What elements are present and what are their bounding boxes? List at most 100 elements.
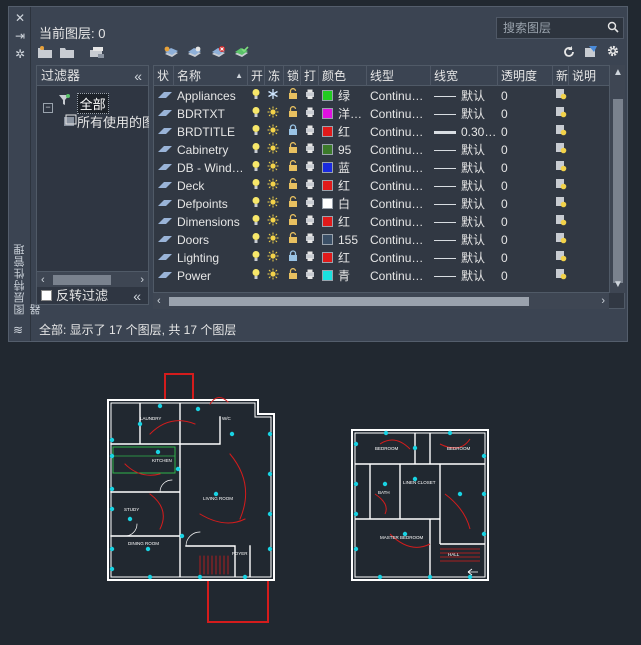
col-on[interactable]: 开: [248, 66, 265, 86]
sun-icon[interactable]: [267, 123, 279, 141]
layer-color[interactable]: 蓝: [322, 159, 368, 177]
bulb-icon[interactable]: [251, 213, 261, 231]
invert-filter-checkbox[interactable]: [41, 290, 52, 301]
bulb-icon[interactable]: [251, 177, 261, 195]
layer-settings-icon[interactable]: [583, 45, 599, 59]
layer-linetype[interactable]: Continu…: [370, 215, 424, 229]
grid-scroll-left-icon[interactable]: ‹: [157, 295, 161, 307]
settings-gear-icon[interactable]: [605, 44, 621, 58]
layer-lineweight[interactable]: 默认: [434, 159, 496, 177]
sun-icon[interactable]: [267, 105, 279, 123]
new-vp-freeze-icon[interactable]: [555, 249, 567, 267]
new-vp-freeze-icon[interactable]: [555, 231, 567, 249]
layer-name[interactable]: Doors: [177, 233, 210, 247]
new-vp-freeze-icon[interactable]: [555, 105, 567, 123]
sun-icon[interactable]: [267, 231, 279, 249]
layer-lineweight[interactable]: 默认: [434, 267, 496, 285]
layer-lineweight[interactable]: 默认: [434, 249, 496, 267]
layer-lineweight[interactable]: 默认: [434, 105, 496, 123]
bulb-icon[interactable]: [251, 159, 261, 177]
layer-transparency[interactable]: 0: [501, 89, 508, 103]
layer-name[interactable]: Power: [177, 269, 212, 283]
tree-collapse-icon[interactable]: −: [43, 103, 53, 113]
properties-gear-icon[interactable]: ✲: [14, 47, 26, 61]
layer-color[interactable]: 青: [322, 267, 368, 285]
layer-lineweight[interactable]: 默认: [434, 177, 496, 195]
col-linetype[interactable]: 线型: [367, 66, 431, 86]
bulb-icon[interactable]: [251, 87, 261, 105]
layer-lineweight[interactable]: 默认: [434, 195, 496, 213]
layer-linetype[interactable]: Continu…: [370, 143, 424, 157]
col-description[interactable]: 说明: [572, 69, 597, 83]
plot-icon[interactable]: [304, 213, 316, 231]
unlock-icon[interactable]: [287, 105, 299, 123]
collapse-invert-icon[interactable]: «: [133, 288, 141, 304]
sun-icon[interactable]: [267, 141, 279, 159]
unlock-icon[interactable]: [287, 177, 299, 195]
layer-color[interactable]: 绿: [322, 87, 368, 105]
sun-icon[interactable]: [267, 267, 279, 285]
col-freeze[interactable]: 冻: [265, 66, 284, 86]
layer-linetype[interactable]: Continu…: [370, 125, 424, 139]
new-vp-freeze-icon[interactable]: [555, 141, 567, 159]
layer-color[interactable]: 红: [322, 177, 368, 195]
bulb-icon[interactable]: [251, 249, 261, 267]
bulb-icon[interactable]: [251, 123, 261, 141]
new-vp-freeze-icon[interactable]: [555, 159, 567, 177]
plot-icon[interactable]: [304, 123, 316, 141]
refresh-icon[interactable]: [561, 45, 577, 59]
col-status[interactable]: 状: [154, 66, 174, 86]
sun-icon[interactable]: [267, 177, 279, 195]
unlock-icon[interactable]: [287, 267, 299, 285]
layer-name[interactable]: BRDTITLE: [177, 125, 236, 139]
col-new-vp-freeze[interactable]: 新: [553, 66, 569, 86]
plot-icon[interactable]: [304, 195, 316, 213]
unlock-icon[interactable]: [287, 195, 299, 213]
lock-icon[interactable]: [287, 249, 299, 267]
scroll-left-icon[interactable]: ‹: [41, 274, 45, 286]
layer-name[interactable]: Dimensions: [177, 215, 240, 229]
layer-linetype[interactable]: Continu…: [370, 107, 424, 121]
layer-lineweight[interactable]: 默认: [434, 213, 496, 231]
plot-icon[interactable]: [304, 159, 316, 177]
sun-icon[interactable]: [267, 159, 279, 177]
new-vp-freeze-icon[interactable]: [555, 213, 567, 231]
new-vp-freeze-icon[interactable]: [555, 123, 567, 141]
layer-lineweight[interactable]: 默认: [434, 141, 496, 159]
layer-linetype[interactable]: Continu…: [370, 161, 424, 175]
new-group-filter-icon[interactable]: [59, 45, 75, 59]
layer-transparency[interactable]: 0: [501, 179, 508, 193]
grid-vertical-scrollbar[interactable]: ▲ ▼: [609, 65, 625, 293]
layer-name[interactable]: DB - Wind…: [177, 161, 244, 175]
plot-icon[interactable]: [304, 177, 316, 195]
col-name[interactable]: 名称▲: [174, 66, 248, 86]
layer-linetype[interactable]: Continu…: [370, 269, 424, 283]
layer-transparency[interactable]: 0: [501, 107, 508, 121]
layer-name[interactable]: Deck: [177, 179, 205, 193]
new-vp-freeze-icon[interactable]: [555, 177, 567, 195]
layer-lineweight[interactable]: 0.30…: [434, 123, 496, 141]
close-icon[interactable]: ✕: [14, 11, 26, 25]
layer-name[interactable]: Defpoints: [177, 197, 228, 211]
new-vp-freeze-icon[interactable]: [555, 87, 567, 105]
layer-transparency[interactable]: 0: [501, 197, 508, 211]
new-layer-vp-frozen-icon[interactable]: [186, 45, 202, 59]
col-lineweight[interactable]: 线宽: [431, 66, 498, 86]
lock-icon[interactable]: [287, 123, 299, 141]
snowflake-icon[interactable]: [267, 87, 279, 105]
sun-icon[interactable]: [267, 213, 279, 231]
layer-transparency[interactable]: 0: [501, 215, 508, 229]
bulb-icon[interactable]: [251, 141, 261, 159]
unlock-icon[interactable]: [287, 87, 299, 105]
col-plot[interactable]: 打: [301, 66, 319, 86]
